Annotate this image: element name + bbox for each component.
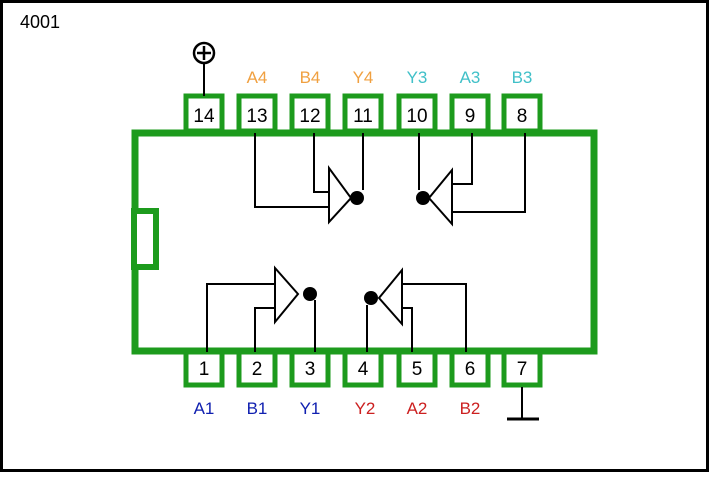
wire-pin6 (402, 283, 467, 352)
signal-label: A1 (194, 399, 215, 418)
signal-label: A3 (460, 68, 481, 87)
pin-number: 7 (517, 359, 528, 380)
pin-number: 11 (353, 106, 373, 127)
chip-part-number: 4001 (20, 12, 60, 32)
signal-label: A2 (407, 399, 428, 418)
gate-2 (364, 267, 467, 352)
pin-number: 12 (299, 106, 320, 127)
gate-1 (206, 265, 317, 352)
top-pins: 14 13 12 11 10 9 8 (183, 93, 543, 134)
pin-2 (236, 349, 278, 388)
pin-number: 6 (465, 359, 476, 380)
gate-output-bubble (303, 287, 317, 301)
pin-5 (396, 349, 438, 388)
pin-8 (501, 93, 543, 134)
pin-number: 4 (358, 359, 369, 380)
wire-pin8 (452, 133, 526, 213)
signal-label: Y3 (407, 68, 428, 87)
pin-1 (183, 349, 225, 388)
pin-6 (449, 349, 491, 388)
nor-gate-symbol (328, 164, 353, 225)
pin-number: 1 (199, 359, 210, 380)
top-signal-labels: A4 B4 Y4 Y3 A3 B3 (247, 68, 533, 87)
power-symbol (192, 41, 216, 96)
pin-number: 9 (465, 106, 476, 127)
pin-number: 2 (252, 359, 263, 380)
pin-9 (449, 93, 491, 134)
wire-pin13 (254, 133, 329, 208)
ground-symbol (507, 387, 539, 421)
pin-4 (342, 349, 384, 388)
bottom-pins: 1 2 3 4 5 6 7 (183, 349, 543, 388)
nor-gate-symbol (377, 267, 403, 327)
gate-3 (416, 133, 526, 227)
signal-label: B4 (300, 68, 321, 87)
wire-pin1 (206, 283, 275, 352)
pin-number: 13 (246, 106, 267, 127)
pin-number: 10 (406, 106, 427, 127)
pin-14 (183, 93, 225, 134)
nor-gate-symbol (274, 265, 300, 325)
wire-pin2 (254, 307, 275, 352)
gate-output-bubble (416, 191, 430, 205)
pin-number: 14 (193, 106, 215, 127)
pin-number: 5 (412, 359, 423, 380)
pin-7 (501, 349, 543, 388)
wire-pin5 (402, 307, 413, 352)
bottom-signal-labels: A1 B1 Y1 Y2 A2 B2 (194, 399, 481, 418)
gate-4 (254, 133, 364, 225)
signal-label: Y2 (355, 399, 376, 418)
signal-label: B2 (460, 399, 481, 418)
pin-13 (236, 93, 278, 134)
pin-11 (342, 93, 384, 134)
pin-number: 8 (517, 106, 528, 127)
pin-12 (289, 93, 331, 134)
gate-output-bubble (364, 291, 378, 305)
signal-label: Y4 (353, 68, 374, 87)
nor-gate-symbol (427, 167, 453, 227)
signal-label: B3 (512, 68, 533, 87)
wire-pin12 (313, 133, 329, 193)
gate-output-bubble (350, 191, 364, 205)
wire-pin9 (452, 133, 473, 185)
signal-label: A4 (247, 68, 268, 87)
package-notch (131, 208, 159, 270)
pin-3 (289, 349, 331, 388)
signal-label: B1 (247, 399, 268, 418)
signal-label: Y1 (300, 399, 321, 418)
pin-10 (396, 93, 438, 134)
pin-number: 3 (305, 359, 316, 380)
